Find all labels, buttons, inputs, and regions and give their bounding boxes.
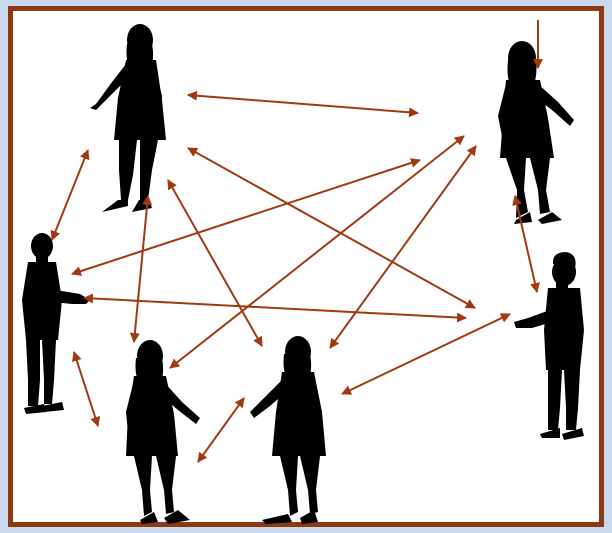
woman-bottom-center-right-silhouette (250, 336, 326, 524)
arrow-topleft-manleft (50, 149, 90, 241)
arrow-topleft-topright (187, 90, 419, 118)
arrow-manleft-bottomleft (72, 351, 100, 427)
arrow-bottomright-manright (341, 313, 511, 395)
man-left-silhouette (22, 233, 90, 414)
arrow-topright-manright (512, 195, 540, 293)
woman-top-left-silhouette (90, 24, 166, 212)
arrow-bottomleft-bottomright (197, 397, 245, 463)
arrow-manleft-manright (83, 293, 467, 323)
arrow-topleft-manright (187, 147, 476, 309)
woman-bottom-center-left-silhouette (126, 340, 200, 524)
connection-arrows (50, 20, 543, 463)
arrow-topleft-bottomright (167, 179, 263, 347)
arrow-topright-bottomleft (169, 135, 465, 369)
arrow-topleft-bottomleft (129, 195, 153, 343)
woman-top-right-silhouette (498, 41, 574, 224)
man-right-silhouette (514, 252, 584, 440)
